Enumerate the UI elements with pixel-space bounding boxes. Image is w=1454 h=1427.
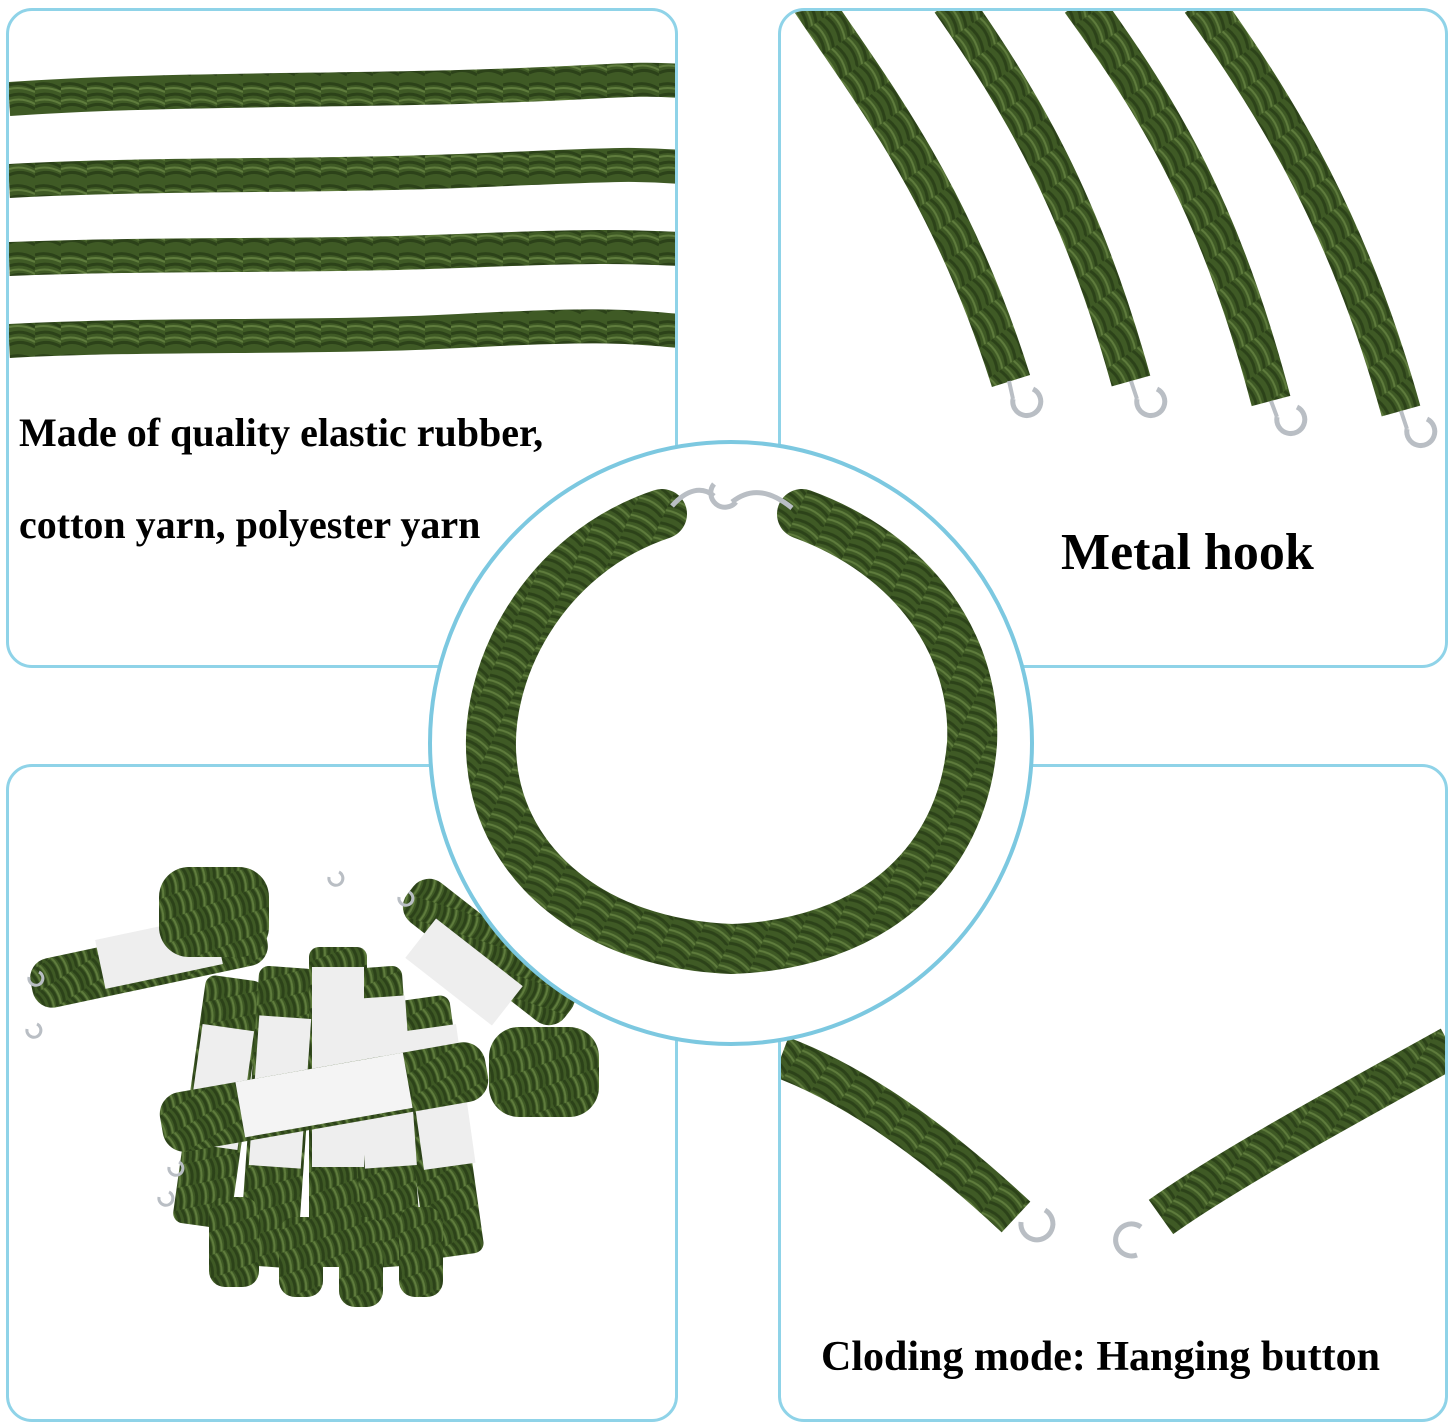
open-hooks-photo	[781, 1028, 1445, 1259]
closed-loop-photo	[466, 482, 998, 975]
hook-icon	[1134, 386, 1168, 419]
left-cord-end	[781, 1037, 1031, 1233]
hook-icon	[327, 870, 345, 887]
hook-icon	[1113, 1221, 1143, 1259]
cord-1	[9, 62, 675, 116]
closing-mode-panel: Cloding mode: Hanging button	[778, 764, 1448, 1422]
hook-icon	[1274, 404, 1308, 437]
closed-loop-circle	[428, 440, 1034, 1046]
material-caption-line2: cotton yarn, polyester yarn	[19, 502, 481, 547]
hook-icon	[730, 490, 794, 510]
closing-mode-caption: Cloding mode: Hanging button	[821, 1334, 1380, 1380]
hooked-cord-3	[1064, 11, 1308, 437]
right-cord-end	[1148, 1028, 1445, 1235]
cord-3	[9, 230, 675, 276]
hook-icon	[157, 1190, 175, 1207]
material-panel: Made of quality elastic rubber, cotton y…	[6, 8, 678, 668]
hooked-cord-4	[1184, 11, 1438, 449]
cord-2	[9, 147, 675, 198]
hook-icon	[1018, 1207, 1056, 1243]
cord-4	[9, 309, 675, 358]
hooked-cord-2	[934, 11, 1168, 419]
hook-icon	[167, 1160, 185, 1177]
hooked-cords-photo	[794, 11, 1438, 449]
cord-bundle-group	[25, 867, 599, 1307]
hook-icon	[708, 482, 738, 510]
horizontal-cords-photo	[9, 62, 675, 358]
cord-loop	[466, 489, 998, 975]
bundle-panel	[6, 764, 678, 1422]
hook-icon	[27, 970, 45, 987]
hook-icon	[1404, 416, 1438, 449]
material-caption-line1: Made of quality elastic rubber,	[19, 410, 544, 455]
metal-hook-caption: Metal hook	[1061, 524, 1314, 581]
hook-icon	[397, 890, 415, 907]
hooked-cord-1	[794, 11, 1044, 419]
hook-icon	[25, 1022, 43, 1039]
cord-bundles-photo	[25, 867, 599, 1307]
hook-icon	[1010, 386, 1044, 419]
metal-hook-panel: Metal hook	[778, 8, 1448, 668]
